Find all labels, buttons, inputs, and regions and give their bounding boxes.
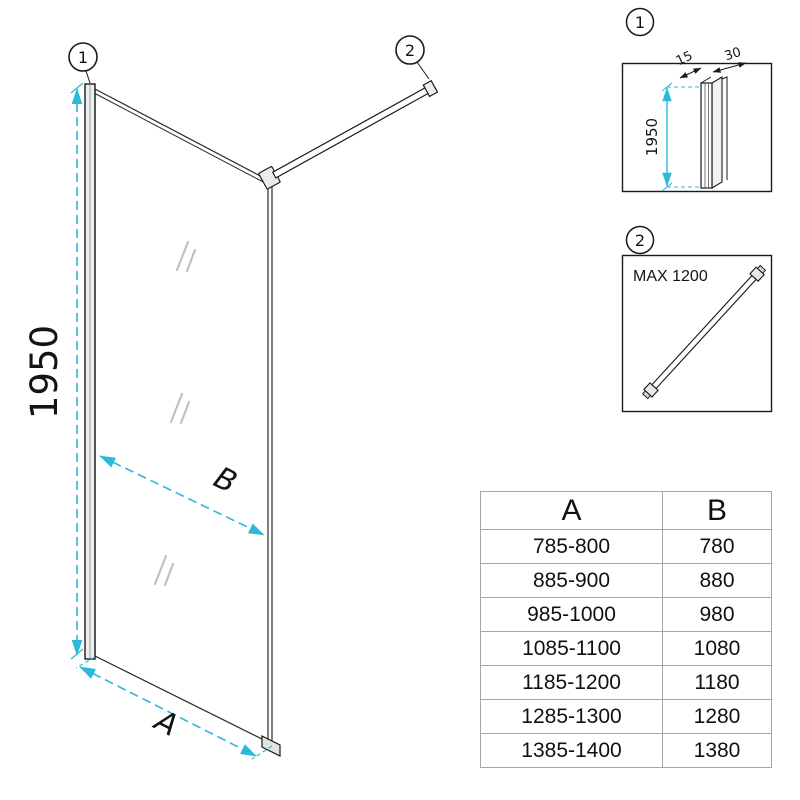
bar-tip-right xyxy=(756,264,767,274)
profile-side-face xyxy=(711,76,723,189)
cell-a: 985-1000 xyxy=(480,597,663,632)
cell-b: 1080 xyxy=(662,631,772,666)
table-header-b: B xyxy=(662,491,772,530)
dim-30-line xyxy=(712,62,747,73)
table-header-a: A xyxy=(480,491,663,530)
size-table: A B 785-800 780 885-900 880 985-1000 980… xyxy=(480,491,772,768)
detail-1-profile-drawing xyxy=(700,76,728,189)
dimension-a-label: A xyxy=(147,702,183,743)
table-row: 1085-1100 1080 xyxy=(480,631,772,666)
glass-top-edge xyxy=(94,93,269,185)
detail-2-callout-number: 2 xyxy=(635,231,645,250)
callout-2-circle xyxy=(395,35,425,65)
detail-1: 1 15 30 1950 xyxy=(621,7,773,193)
dim-15-label: 15 xyxy=(674,49,695,70)
profile-top-edge-1 xyxy=(700,76,712,84)
callout-2-number: 2 xyxy=(405,41,415,60)
cell-a: 1385-1400 xyxy=(480,733,663,768)
table-row: 1285-1300 1280 xyxy=(480,699,772,734)
detail-1-dim-30: 30 xyxy=(712,45,747,73)
table-row: 985-1000 980 xyxy=(480,597,772,632)
cell-b: 1180 xyxy=(662,665,772,700)
detail-2-callout-circle xyxy=(625,225,655,255)
callout-1-number: 1 xyxy=(78,48,88,67)
size-table-grid: A B 785-800 780 885-900 880 985-1000 980… xyxy=(480,491,772,768)
dim-30-label: 30 xyxy=(723,45,743,64)
table-row: 885-900 880 xyxy=(480,563,772,598)
support-arm xyxy=(258,79,439,190)
detail-1-callout-circle xyxy=(625,7,655,37)
cell-b: 780 xyxy=(662,529,772,564)
callout-1-circle xyxy=(68,42,98,72)
cell-a: 785-800 xyxy=(480,529,663,564)
cell-b: 980 xyxy=(662,597,772,632)
detail-1-dim-1950: 1950 xyxy=(643,82,700,192)
table-row: 1385-1400 1380 xyxy=(480,733,772,768)
arm-wall-mount xyxy=(422,79,439,98)
cell-a: 885-900 xyxy=(480,563,663,598)
arm-bar xyxy=(271,86,431,179)
max-length-label: MAX 1200 xyxy=(633,268,708,285)
table-row: 785-800 780 xyxy=(480,529,772,564)
dimension-height-tick-top xyxy=(70,82,84,94)
cell-a: 1185-1200 xyxy=(480,665,663,700)
cell-b: 1280 xyxy=(662,699,772,734)
profile-seal-fin xyxy=(721,76,728,180)
detail-1-dim-15: 15 xyxy=(674,49,702,79)
profile-front-face xyxy=(700,82,713,189)
dim-1950-tick-top xyxy=(661,82,673,92)
callout-1-leader xyxy=(85,70,91,84)
dimension-height-tick-bottom xyxy=(70,648,84,660)
dimension-a-ext-left xyxy=(75,656,96,669)
dim-15-line xyxy=(679,67,702,79)
dimension-b-line xyxy=(99,455,265,536)
glass-surface xyxy=(94,88,269,743)
detail-2-bar-drawing xyxy=(641,264,767,400)
main-diagram: 1 2 1950 B A xyxy=(23,35,439,760)
dim-1950-label: 1950 xyxy=(643,118,661,156)
glass-reflections xyxy=(153,240,197,587)
table-header-row: A B xyxy=(480,491,772,530)
dimension-height-label: 1950 xyxy=(23,325,66,419)
detail-1-box xyxy=(621,62,773,193)
callout-2: 2 xyxy=(395,35,430,80)
detail-2: 2 MAX 1200 xyxy=(621,225,773,413)
table-row: 1185-1200 1180 xyxy=(480,665,772,700)
dimension-height-1950: 1950 xyxy=(23,82,84,660)
dimension-a-ext-right xyxy=(251,745,273,760)
cell-a: 1285-1300 xyxy=(480,699,663,734)
dimension-a-line xyxy=(79,666,257,757)
dim-1950-tick-bottom xyxy=(661,182,673,192)
cell-a: 1085-1100 xyxy=(480,631,663,666)
detail-1-callout-number: 1 xyxy=(635,13,645,32)
wall-profile xyxy=(84,83,96,660)
callout-1: 1 xyxy=(68,42,98,84)
cell-b: 880 xyxy=(662,563,772,598)
cell-b: 1380 xyxy=(662,733,772,768)
callout-2-leader xyxy=(416,61,430,80)
